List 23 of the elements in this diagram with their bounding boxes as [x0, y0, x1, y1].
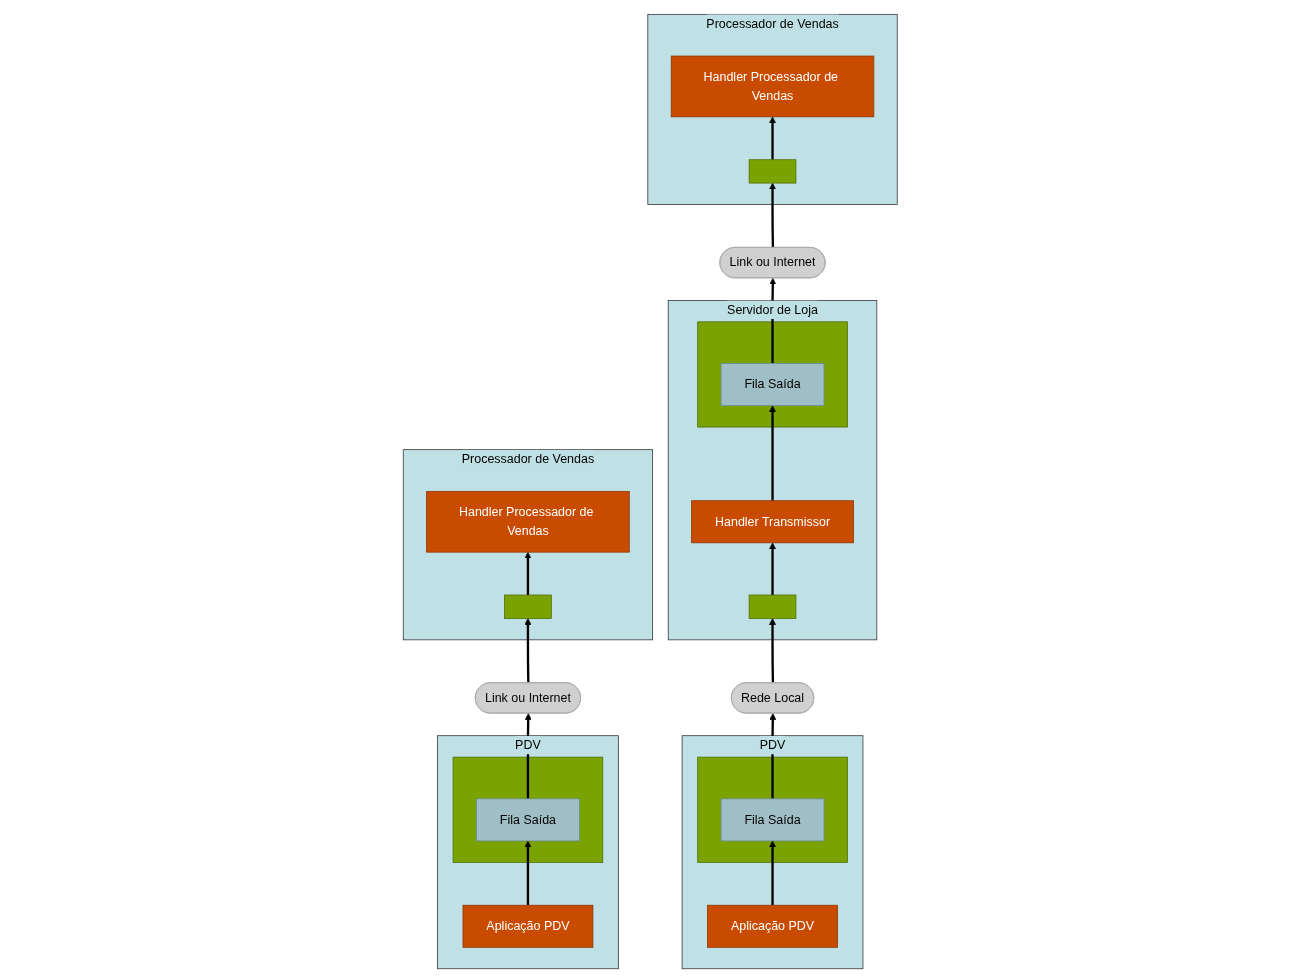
node-box: Aplicação PDV: [706, 904, 838, 948]
cluster: [697, 756, 848, 863]
node-box: Handler Processador de Vendas: [670, 55, 874, 118]
arrow: [524, 618, 532, 684]
cluster: [452, 756, 603, 863]
arrow: [768, 542, 776, 595]
node-box: [748, 594, 797, 619]
node-box: Handler Processador de Vendas: [426, 490, 630, 553]
arrow: [768, 840, 776, 906]
node-box: [748, 159, 797, 184]
node-box: Fila Saída: [720, 798, 825, 842]
arrow: [768, 618, 776, 684]
node-box: Handler Transmissor: [691, 500, 854, 544]
node-box: [503, 594, 552, 619]
arrow: [768, 405, 776, 501]
node-box: Fila Saída: [475, 798, 580, 842]
arrow: [524, 551, 532, 595]
node-box: Fila Saída: [720, 363, 825, 406]
arrow: [524, 840, 532, 906]
cluster: [697, 321, 848, 428]
node-box: Aplicação PDV: [462, 904, 594, 948]
arrow: [768, 182, 776, 248]
arrow: [768, 116, 776, 160]
